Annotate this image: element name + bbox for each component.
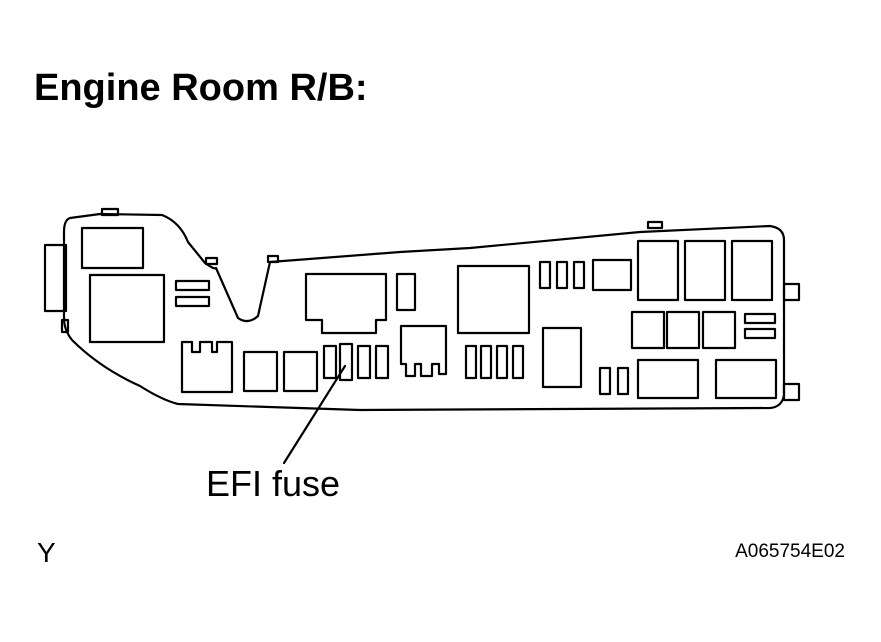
fuse [282, 350, 319, 393]
relay [80, 226, 145, 270]
relay [88, 273, 166, 344]
fuse [242, 350, 279, 393]
efi-fuse-label: EFI fuse [206, 463, 341, 504]
relay [683, 239, 727, 302]
relay [636, 358, 700, 400]
fuse [511, 344, 525, 380]
view-letter: Y [37, 537, 56, 568]
mounting-tab [646, 220, 664, 230]
fuse [174, 295, 211, 308]
fuse [322, 344, 338, 380]
fuse [572, 260, 586, 290]
relay [714, 358, 778, 400]
fuse [555, 260, 569, 290]
relay [636, 239, 680, 302]
fuse [630, 310, 666, 350]
fuse [374, 344, 390, 380]
side-connector-lug [60, 318, 70, 334]
fuse [665, 310, 701, 350]
fuse [616, 366, 630, 396]
fuse [701, 310, 737, 350]
figure-id: A065754E02 [735, 541, 845, 562]
mounting-tab [266, 254, 280, 264]
mounting-tab [782, 282, 801, 302]
relay [541, 326, 583, 389]
relay [591, 258, 633, 292]
center-relay [399, 324, 448, 378]
side-connector [43, 243, 68, 313]
mounting-tab [204, 256, 219, 266]
fuse [464, 344, 478, 380]
fuse [598, 366, 612, 396]
relay-block-housing [62, 212, 786, 412]
mounting-tab [782, 382, 801, 402]
efi-fuse-leader-line [282, 364, 347, 465]
fuse [479, 344, 493, 380]
relay [730, 239, 774, 302]
fuse [743, 327, 777, 340]
fuse [743, 312, 777, 325]
efi-fuse [338, 342, 354, 382]
relay-notched [180, 340, 234, 394]
relay [456, 264, 531, 335]
fuse [395, 272, 417, 312]
center-connector [304, 272, 388, 335]
mounting-tab [100, 207, 120, 217]
fuse [538, 260, 552, 290]
fuse [495, 344, 509, 380]
fuse [356, 344, 372, 380]
page-title: Engine Room R/B: [34, 67, 368, 109]
fuse [174, 279, 211, 292]
